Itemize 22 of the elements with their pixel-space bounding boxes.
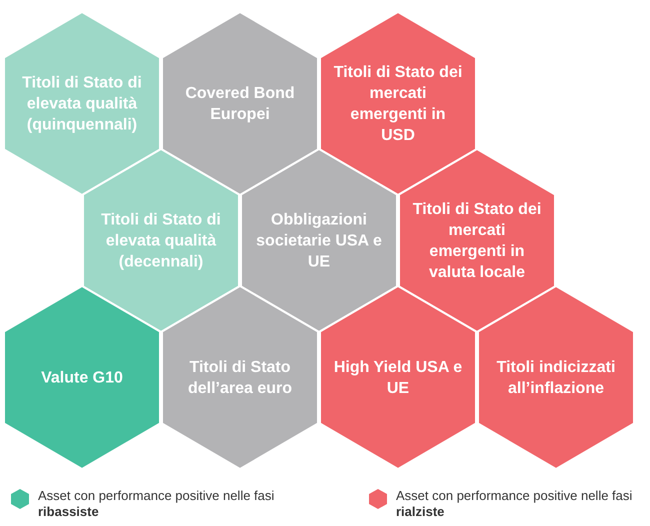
hexagon-tile: [82, 149, 240, 332]
legend-text: Asset con performance positive nelle fasi rialziste: [396, 488, 634, 520]
hexagon-tile: [398, 149, 556, 332]
tile-text: Obbligazioni societarie USA e UE: [255, 210, 383, 272]
hexagon-tile: [319, 286, 477, 469]
hexagon-tile: [477, 286, 635, 469]
tile-text: Titoli di Stato dei mercati emergenti in valuta locale: [412, 200, 542, 282]
hexagon-tile: [161, 12, 319, 195]
tile-text: Titoli di Stato di elevata qualità (quinquennali): [21, 73, 143, 135]
tile-text: Titoli indicizzati all’inflazione: [496, 358, 616, 398]
tile-text: Covered Bond Europei: [184, 84, 296, 124]
hexagon-tile: [161, 286, 319, 469]
tile-text: Valute G10: [40, 368, 124, 388]
hexagon-tile: [319, 12, 477, 195]
hexagon-tile: [3, 286, 161, 469]
tile-text: Titoli di Stato dell’area euro: [186, 358, 294, 398]
hexagon-tile: [3, 12, 161, 195]
tile-text: High Yield USA e UE: [333, 358, 463, 398]
hexagon-tile: [240, 149, 398, 332]
tile-text: Titoli di Stato dei mercati emergenti in USD: [333, 62, 463, 146]
tile-text: Titoli di Stato di elevata qualità (decennali): [100, 210, 222, 272]
legend-text: Asset con performance positive nelle fasi ribassiste: [38, 488, 276, 520]
